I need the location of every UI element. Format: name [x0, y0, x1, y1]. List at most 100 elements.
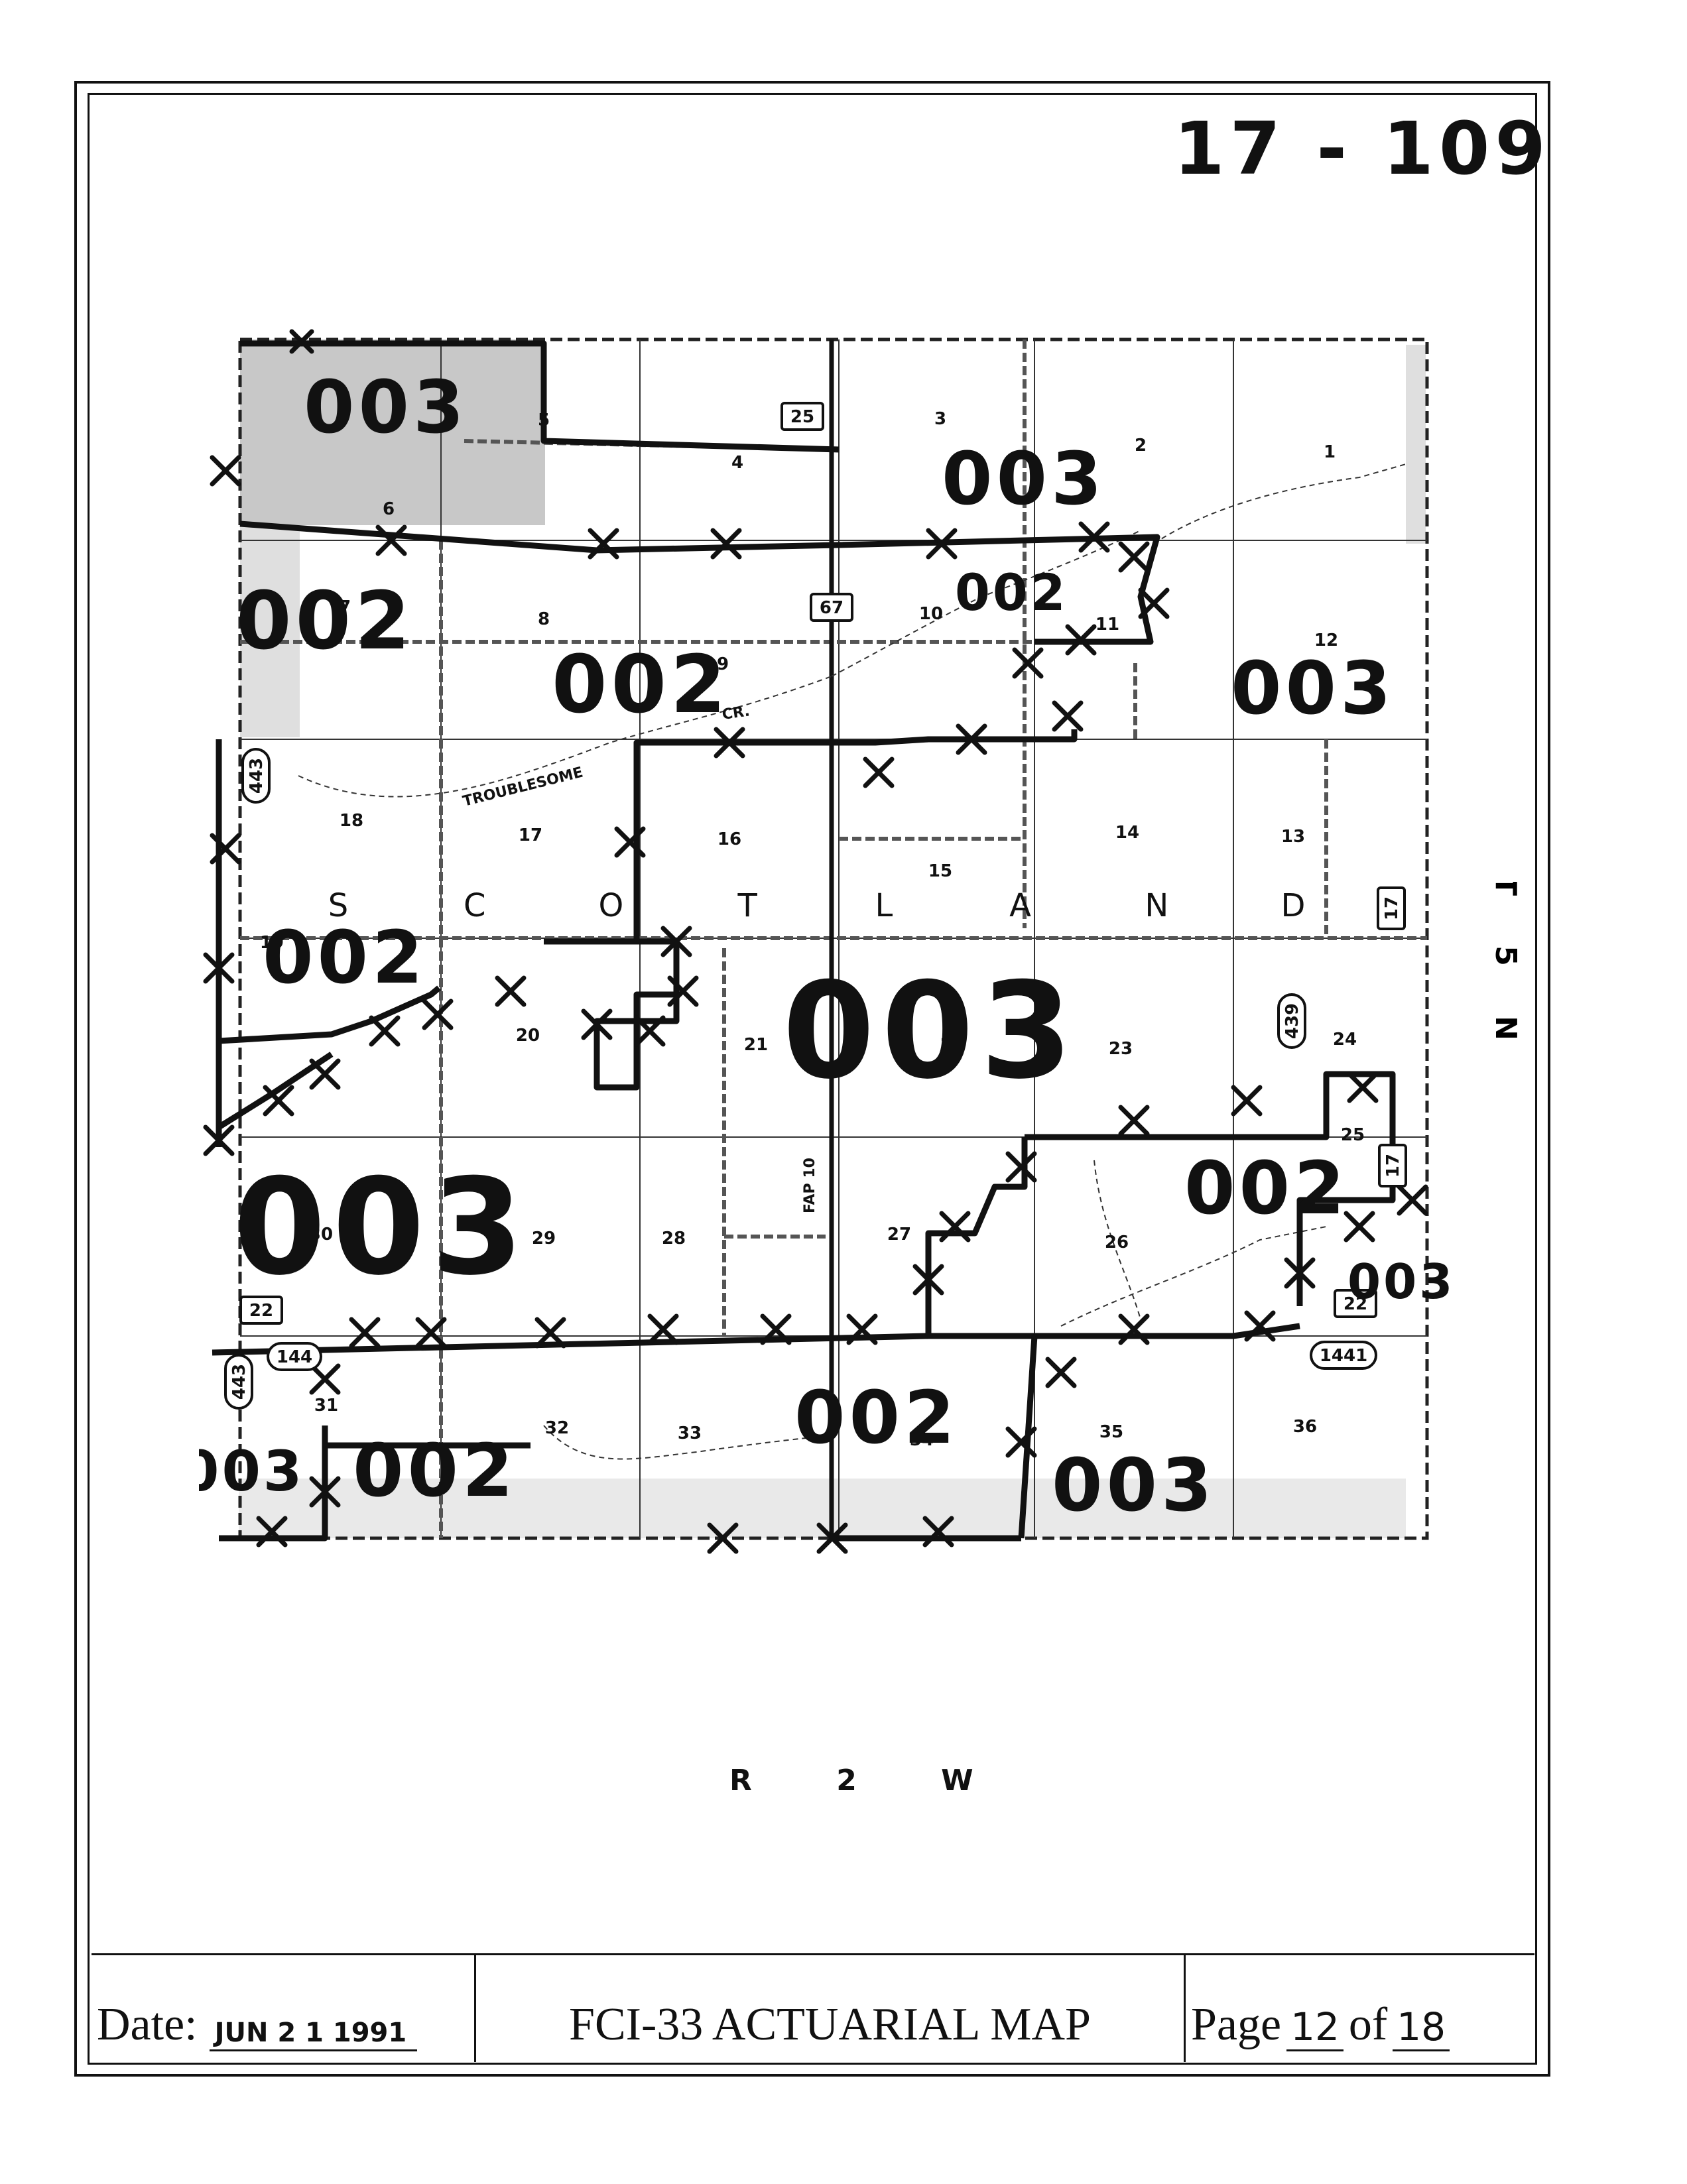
township-letter: C	[464, 887, 486, 924]
route-shield: 22	[239, 1296, 283, 1325]
shaded-area-nw	[240, 339, 545, 525]
route-shield: 17	[1377, 886, 1406, 930]
rating-code: 002	[552, 639, 730, 731]
date-label: Date:	[97, 1999, 198, 2050]
section-number: 36	[1293, 1417, 1317, 1437]
route-shield-outline	[267, 1342, 322, 1371]
township-letter: O	[599, 887, 624, 924]
document-id: 17 - 109	[1174, 106, 1551, 191]
route-shield: 443	[224, 1354, 253, 1410]
section-number: 14	[1115, 823, 1139, 843]
section-number: 30	[309, 1225, 333, 1244]
route-shield-outline	[241, 748, 271, 804]
route-number: 22	[249, 1301, 273, 1321]
section-number: 24	[1333, 1030, 1357, 1050]
route-shield-outline	[1334, 1289, 1377, 1318]
rating-code: 002	[353, 1428, 517, 1513]
route-number: 25	[790, 407, 814, 427]
route-shield-outline	[810, 593, 853, 622]
route-number: 1441	[1320, 1346, 1367, 1366]
route-shield: 1441	[1310, 1341, 1377, 1370]
route-shield: 17	[1378, 1144, 1407, 1187]
place-label: TROUBLESOME	[461, 764, 584, 810]
section-number: 20	[516, 1026, 540, 1046]
route-number: 439	[1282, 1003, 1302, 1039]
shaded-strip-west	[240, 525, 300, 737]
rating-code: 003	[782, 954, 1079, 1109]
section-number: 22	[940, 1035, 964, 1055]
section-number: 21	[744, 1035, 768, 1055]
route-shield: 67	[810, 593, 853, 622]
shaded-strip-east	[1406, 345, 1426, 544]
rating-boundaries	[212, 340, 1396, 1542]
section-number: 15	[928, 861, 952, 881]
inner-border	[88, 93, 1537, 2065]
route-shield: 439	[1277, 993, 1306, 1049]
map-title: FCI-33 ACTUARIAL MAP	[569, 1999, 1091, 2050]
section-number: 32	[545, 1418, 569, 1438]
footer-page-cell: Page 12 of 18	[1186, 1955, 1534, 2062]
section-number: 26	[1105, 1233, 1129, 1252]
route-shield: 25	[781, 402, 824, 431]
township-label-text: T 5 N	[1489, 882, 1523, 1054]
section-number: 29	[532, 1229, 556, 1248]
route-number: 17	[1382, 896, 1402, 920]
rating-code: 002	[1184, 1146, 1349, 1231]
route-shield-outline	[781, 402, 824, 431]
outer-border	[74, 81, 1550, 2077]
rating-code: 002	[263, 915, 427, 1000]
boundary-x-marks	[203, 329, 1428, 1554]
route-number: 67	[820, 598, 844, 618]
section-number: 17	[519, 825, 542, 845]
township-letter: A	[1009, 887, 1031, 924]
section-number: 11	[1095, 615, 1119, 635]
section-number: 2	[1135, 436, 1147, 455]
page-total: 18	[1393, 2004, 1450, 2051]
section-number: 35	[1099, 1422, 1123, 1442]
section-number: 5	[538, 410, 550, 430]
rating-code: 003	[199, 1439, 304, 1504]
rating-code: 003	[233, 1150, 530, 1305]
section-number: 7	[339, 597, 351, 617]
section-number: 31	[314, 1396, 338, 1416]
route-shield: 22	[1334, 1289, 1377, 1318]
page-number: 12	[1286, 2004, 1343, 2051]
section-number: 23	[1109, 1039, 1133, 1059]
footer: Date: JUN 2 1 1991 FCI-33 ACTUARIAL MAP …	[92, 1953, 1534, 2062]
route-shield-outline	[1277, 993, 1306, 1049]
township-letter: D	[1281, 887, 1306, 924]
township-label-vertical: T 5 N	[1489, 882, 1523, 1054]
route-shield-outline	[239, 1296, 283, 1325]
rating-code: 002	[794, 1375, 959, 1460]
place-label: FAP 10	[802, 1158, 818, 1213]
section-number: 4	[731, 453, 743, 473]
route-shield-outline	[1310, 1341, 1377, 1370]
route-number: 443	[229, 1364, 249, 1400]
footer-title-cell: FCI-33 ACTUARIAL MAP	[476, 1955, 1186, 2062]
section-number: 13	[1281, 827, 1305, 847]
place-label: CR.	[721, 703, 751, 723]
route-number: 22	[1343, 1294, 1367, 1314]
township-letter: S	[328, 887, 348, 924]
section-number: 25	[1341, 1125, 1365, 1145]
township-letter: L	[875, 887, 893, 924]
township-letter: T	[737, 887, 757, 924]
footer-date-cell: Date: JUN 2 1 1991	[92, 1955, 476, 2062]
rating-code: 003	[304, 365, 468, 450]
route-shield-outline	[224, 1354, 253, 1410]
section-number: 16	[718, 829, 741, 849]
rating-code: 003	[1052, 1443, 1216, 1528]
section-number: 33	[678, 1424, 702, 1443]
page-label: Page	[1191, 1999, 1282, 2050]
rating-code: 003	[1347, 1254, 1455, 1309]
route-number: 144	[277, 1347, 312, 1367]
rating-code: 003	[942, 436, 1106, 521]
route-shield-outline	[1378, 1144, 1407, 1187]
section-number: 12	[1314, 631, 1338, 650]
rating-code: 002	[955, 563, 1068, 622]
